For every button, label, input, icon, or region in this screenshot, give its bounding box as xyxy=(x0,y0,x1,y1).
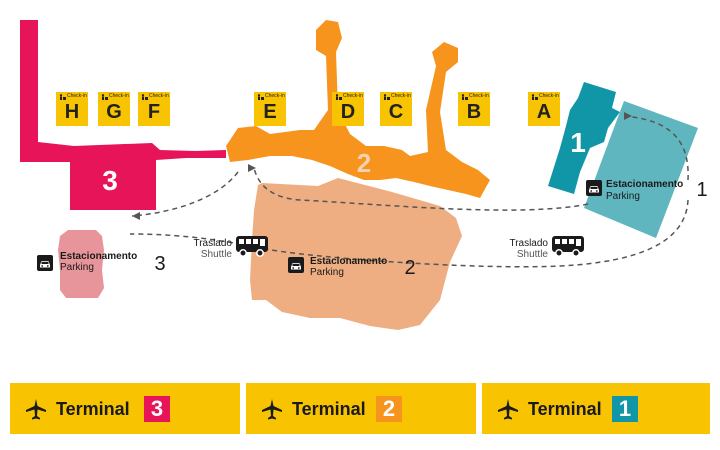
car-icon xyxy=(586,180,602,196)
person-luggage-icon xyxy=(257,94,264,100)
terminal-1-number: 1 xyxy=(570,127,586,158)
airplane-icon xyxy=(262,399,282,420)
shuttle-route-upper xyxy=(131,115,689,217)
checkin-label: Check-in xyxy=(265,93,285,99)
checkin-letter: A xyxy=(536,101,552,123)
terminal-1-building xyxy=(548,82,620,194)
checkin-label: Check-in xyxy=(469,93,489,99)
legend-terminal-2: Terminal 2 xyxy=(246,383,476,434)
checkin-sign-b: Check-in B xyxy=(458,92,490,126)
checkin-letter: G xyxy=(106,101,122,123)
route-arrow-1 xyxy=(624,112,632,120)
airplane-icon xyxy=(498,399,518,420)
checkin-sign-e: Check-in E xyxy=(254,92,286,126)
parking-3-line1: Estacionamento xyxy=(60,251,137,262)
person-luggage-icon xyxy=(59,94,66,100)
legend-terminal-3: Terminal 3 xyxy=(10,383,240,434)
person-luggage-icon xyxy=(335,94,342,100)
legend-label: Terminal xyxy=(56,399,130,419)
checkin-sign-f: Check-in F xyxy=(138,92,170,126)
terminal-2-number: 2 xyxy=(357,148,371,178)
bus-icon xyxy=(551,235,585,257)
checkin-sign-a: Check-in A xyxy=(528,92,560,126)
checkin-sign-g: Check-in G xyxy=(98,92,130,126)
shuttle-2-line2: Shuttle xyxy=(201,249,233,260)
airplane-icon xyxy=(26,399,46,420)
checkin-sign-c: Check-in C xyxy=(380,92,412,126)
terminal-3-building xyxy=(20,20,226,210)
parking-3-line2: Parking xyxy=(60,262,94,273)
shuttle-2-line1: Traslado xyxy=(193,238,232,249)
checkin-label: Check-in xyxy=(149,93,169,99)
parking-1-number: 1 xyxy=(696,179,707,201)
shuttle-1-line1: Traslado xyxy=(509,238,548,249)
legend-badge-2: 2 xyxy=(376,396,402,422)
legend-label: Terminal xyxy=(528,399,602,419)
shuttle-1-line2: Shuttle xyxy=(517,249,549,260)
parking-2-area xyxy=(250,178,462,330)
parking-2-line2: Parking xyxy=(310,267,344,278)
checkin-letter: C xyxy=(388,101,404,123)
checkin-label: Check-in xyxy=(109,93,129,99)
legend-label: Terminal xyxy=(292,399,366,419)
checkin-sign-d: Check-in D xyxy=(332,92,364,126)
checkin-letter: E xyxy=(263,101,277,123)
parking-3-area xyxy=(58,230,104,298)
parking-1-line2: Parking xyxy=(606,191,640,202)
legend-badge-1: 1 xyxy=(612,396,638,422)
legend-terminal-1: Terminal 1 xyxy=(482,383,710,434)
checkin-label: Check-in xyxy=(391,93,411,99)
route-arrow-3 xyxy=(132,212,140,220)
parking-1-area xyxy=(584,101,698,238)
checkin-letter: D xyxy=(340,101,356,123)
route-arrow-2 xyxy=(248,164,256,172)
terminal-2-building xyxy=(226,20,490,198)
person-luggage-icon xyxy=(531,94,538,100)
car-icon xyxy=(288,257,304,273)
person-luggage-icon xyxy=(101,94,108,100)
checkin-label: Check-in xyxy=(67,93,87,99)
checkin-sign-h: Check-in H xyxy=(56,92,88,126)
parking-3-number: 3 xyxy=(154,253,165,275)
checkin-label: Check-in xyxy=(539,93,559,99)
checkin-label: Check-in xyxy=(343,93,363,99)
legend-badge-3: 3 xyxy=(144,396,170,422)
checkin-letter: B xyxy=(466,101,482,123)
person-luggage-icon xyxy=(461,94,468,100)
person-luggage-icon xyxy=(383,94,390,100)
terminal-3-number: 3 xyxy=(102,165,118,196)
checkin-letter: F xyxy=(147,101,161,123)
checkin-letter: H xyxy=(64,101,80,123)
shuttle-route-lower xyxy=(129,199,689,268)
parking-2-line1: Estacionamento xyxy=(310,256,387,267)
parking-1-line1: Estacionamento xyxy=(606,179,683,190)
parking-2-number: 2 xyxy=(404,257,415,279)
person-luggage-icon xyxy=(141,94,148,100)
car-icon xyxy=(37,255,53,271)
